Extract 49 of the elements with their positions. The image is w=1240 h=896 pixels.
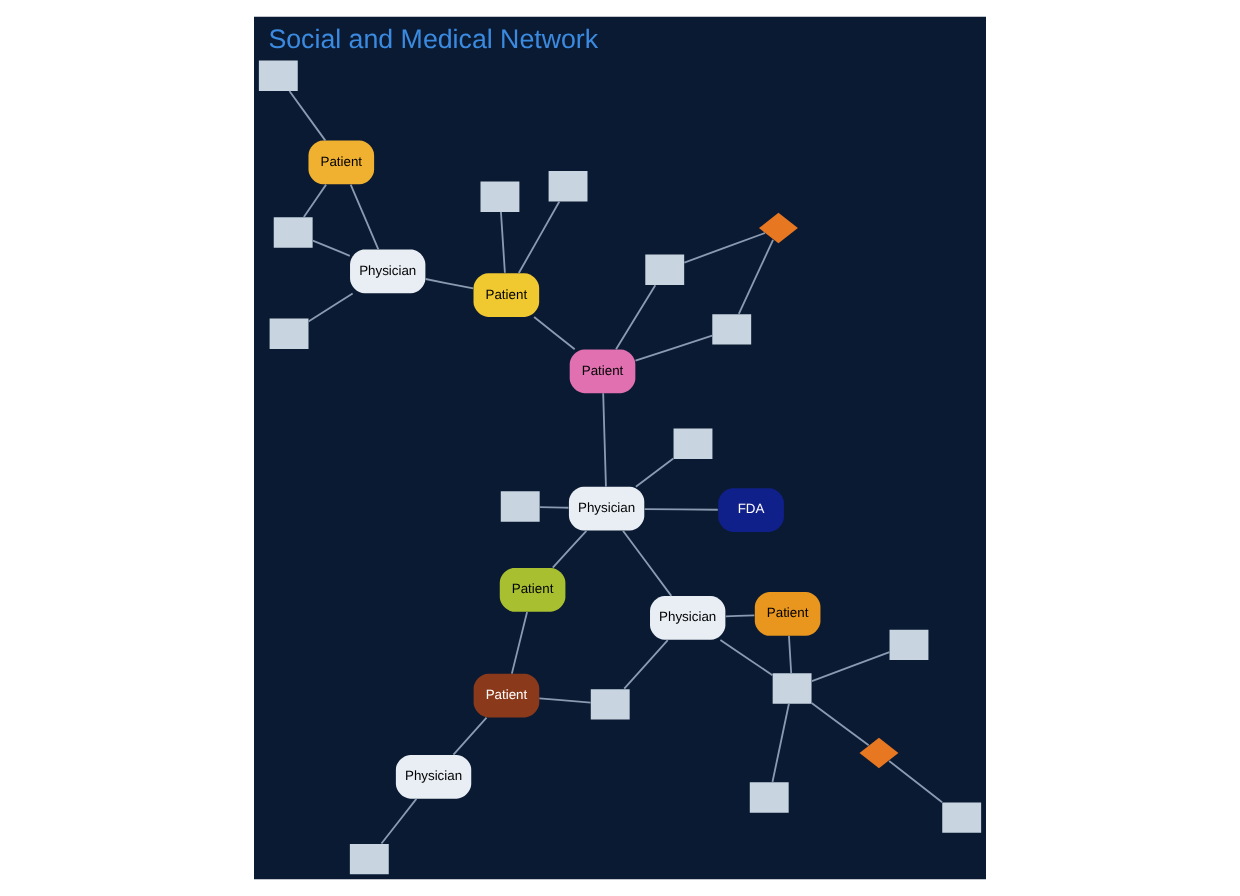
connector <box>424 278 475 290</box>
connector <box>602 392 607 488</box>
connector <box>517 200 561 274</box>
connector <box>380 797 418 845</box>
node-box <box>673 428 713 459</box>
node-box <box>269 318 309 349</box>
connector <box>737 238 774 315</box>
node-box <box>548 171 588 202</box>
connector <box>771 702 790 783</box>
connector <box>623 639 669 690</box>
node-box <box>889 629 929 661</box>
connector <box>551 529 588 569</box>
node-box <box>349 843 389 875</box>
diagram-title: Social and Medical Network <box>268 23 599 54</box>
node-box <box>749 782 789 813</box>
connector <box>533 316 576 351</box>
node-box <box>480 181 520 212</box>
connector <box>810 702 870 747</box>
connector <box>302 183 327 218</box>
node-box <box>645 254 685 285</box>
connector <box>288 90 327 142</box>
connector <box>452 716 488 756</box>
node-diamond <box>859 737 899 769</box>
connector <box>634 334 714 362</box>
connector <box>349 183 380 251</box>
connector <box>500 211 506 274</box>
node-box <box>942 802 982 833</box>
connector <box>510 611 528 675</box>
connector <box>538 506 570 509</box>
connector <box>683 232 766 264</box>
connector <box>622 529 673 597</box>
connector <box>724 614 756 618</box>
connector <box>307 292 354 323</box>
node-diamond <box>759 212 798 244</box>
connector <box>643 508 719 511</box>
node-box <box>273 217 313 248</box>
node-box <box>590 689 630 720</box>
connector <box>311 239 351 257</box>
connector <box>615 284 657 351</box>
node-box <box>258 60 298 91</box>
connector <box>538 697 592 704</box>
connector <box>634 457 675 488</box>
connector <box>719 639 774 677</box>
connector <box>811 651 891 682</box>
node-box <box>712 314 752 345</box>
node-box <box>500 491 540 522</box>
node-box <box>772 673 812 704</box>
connector <box>788 635 793 674</box>
connector <box>888 760 943 804</box>
